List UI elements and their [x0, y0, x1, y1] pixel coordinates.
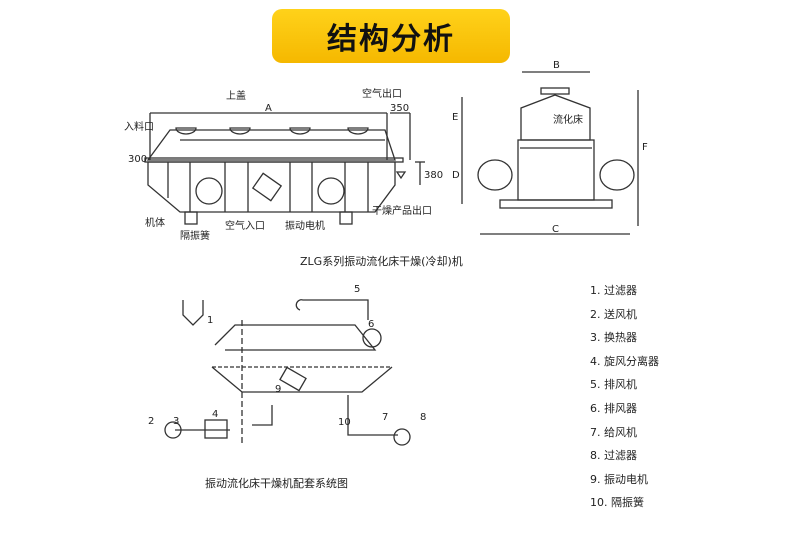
label-fluid-bed: 流化床 [553, 113, 583, 126]
caption-side-view: ZLG系列振动流化床干燥(冷却)机 [300, 254, 463, 268]
label-dry-product-outlet: 干燥产品出口 [372, 204, 432, 217]
label-dim-f: F [642, 142, 648, 153]
section-title-banner: 结构分析 [272, 9, 510, 63]
num-4: 4 [212, 409, 218, 420]
label-isolation-spring: 隔振簧 [180, 229, 210, 242]
legend-item: 9. 振动电机 [590, 472, 648, 486]
label-dim-300: 300 [128, 154, 147, 165]
label-dim-c: C [552, 224, 559, 235]
label-dim-380: 380 [424, 170, 443, 181]
side-view-drawing [144, 112, 425, 225]
section-title: 结构分析 [327, 22, 455, 57]
legend: 1. 过滤器 2. 送风机 3. 换热器 4. 旋风分离器 5. 排风机 6. … [590, 282, 659, 518]
label-dim-a: A [265, 103, 272, 114]
label-dim-b: B [553, 60, 560, 71]
legend-item: 10. 隔振簧 [590, 496, 644, 510]
end-view-drawing [461, 71, 639, 235]
label-air-outlet: 空气出口 [362, 87, 402, 100]
label-air-inlet: 空气入口 [225, 219, 265, 232]
num-7: 7 [382, 412, 388, 423]
legend-item: 2. 送风机 [590, 307, 637, 321]
num-8: 8 [420, 412, 426, 423]
legend-item: 8. 过滤器 [590, 449, 637, 463]
num-10: 10 [338, 417, 351, 428]
label-body: 机体 [145, 216, 165, 229]
legend-item: 6. 排风器 [590, 401, 637, 415]
num-3: 3 [173, 416, 179, 427]
num-2: 2 [148, 416, 154, 427]
num-9: 9 [275, 384, 281, 395]
legend-item: 1. 过滤器 [590, 284, 637, 297]
num-6: 6 [368, 319, 374, 330]
system-drawing [164, 299, 411, 446]
legend-item: 5. 排风机 [590, 378, 637, 392]
label-vibration-motor: 振动电机 [285, 219, 325, 232]
num-5: 5 [354, 284, 360, 295]
label-dim-d: D [452, 170, 460, 181]
legend-item: 7. 给风机 [590, 425, 637, 439]
caption-system: 振动流化床干燥机配套系统图 [205, 476, 348, 490]
legend-item: 3. 换热器 [590, 331, 637, 345]
num-1: 1 [207, 315, 213, 326]
label-dim-350: 350 [390, 103, 409, 114]
legend-item: 4. 旋风分离器 [590, 354, 659, 368]
label-feed-inlet: 入料口 [124, 120, 154, 133]
label-dim-e: E [452, 112, 458, 123]
label-top-cover: 上盖 [226, 89, 246, 102]
